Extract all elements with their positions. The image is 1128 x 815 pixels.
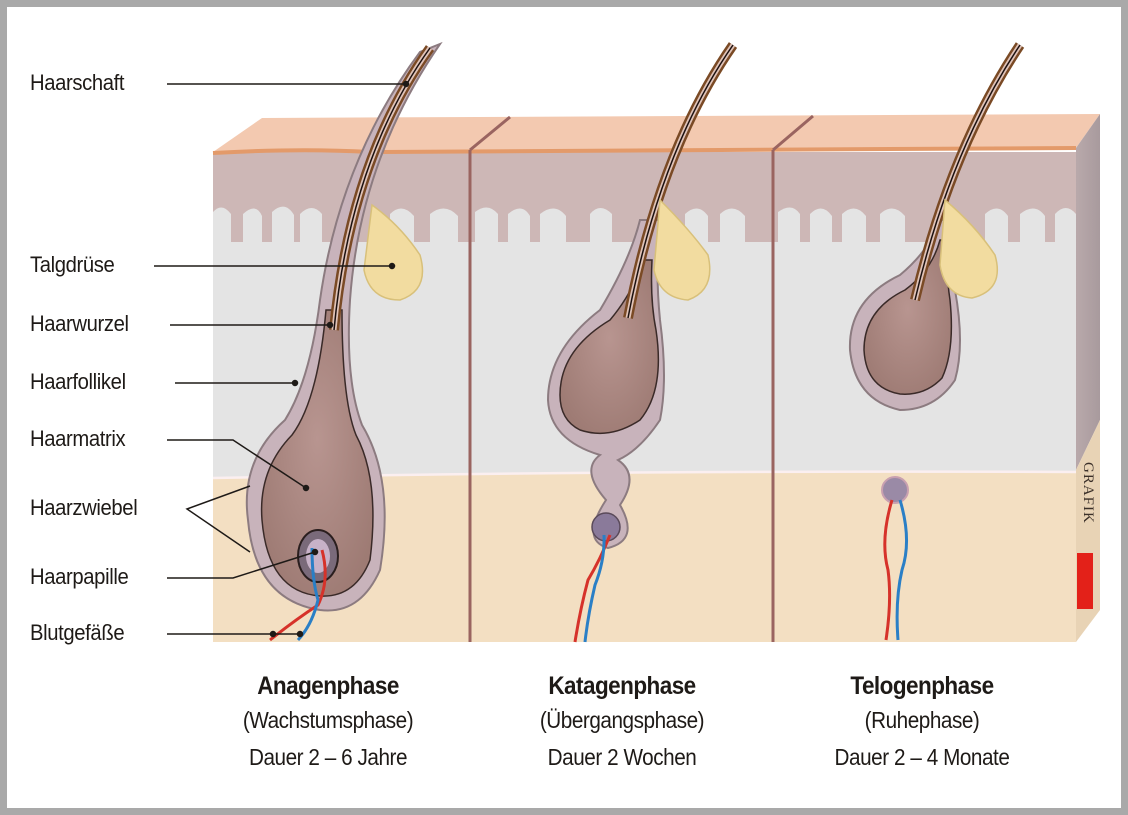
phase-subtitle: (Wachstumsphase) — [242, 707, 414, 733]
dermal-papillae — [213, 206, 1076, 242]
caption-anagen: Anagenphase (Wachstumsphase) Dauer 2 – 6… — [178, 672, 478, 771]
label-haarmatrix: Haarmatrix — [30, 426, 126, 451]
block-side-face — [1076, 114, 1100, 470]
caption-katagen: Katagenphase (Übergangsphase) Dauer 2 Wo… — [472, 672, 772, 771]
label-haarschaft: Haarschaft — [30, 70, 125, 95]
grafik-logo-box — [1077, 553, 1093, 609]
phase-name: Katagenphase — [548, 672, 696, 700]
anagen-hair — [245, 41, 443, 642]
caption-telogen: Telogenphase (Ruhephase) Dauer 2 – 4 Mon… — [772, 672, 1072, 771]
phase-name: Anagenphase — [257, 672, 399, 700]
phase-duration: Dauer 2 – 6 Jahre — [248, 744, 408, 770]
phase-dividers — [468, 114, 814, 642]
phase-name: Telogenphase — [850, 672, 994, 700]
label-talgdruese: Talgdrüse — [30, 252, 115, 277]
phase-duration: Dauer 2 – 4 Monate — [834, 744, 1010, 770]
label-haarzwiebel: Haarzwiebel — [30, 495, 138, 520]
phase-duration: Dauer 2 Wochen — [547, 744, 697, 770]
label-haarwurzel: Haarwurzel — [30, 311, 129, 336]
label-haarpapille: Haarpapille — [30, 564, 129, 589]
telogen-hair — [848, 42, 1025, 641]
label-blutgefaesse: Blutgefäße — [30, 620, 125, 645]
label-haarfollikel: Haarfollikel — [30, 369, 126, 394]
skin-top-surface — [213, 114, 1100, 152]
phase-subtitle: (Ruhephase) — [864, 707, 980, 733]
phase-subtitle: (Übergangsphase) — [539, 707, 705, 733]
leader-lines — [154, 80, 410, 638]
grafik-credit: GRAFIK — [1080, 462, 1096, 524]
katagen-hair — [546, 42, 738, 643]
subcutis-layer — [213, 471, 1076, 642]
